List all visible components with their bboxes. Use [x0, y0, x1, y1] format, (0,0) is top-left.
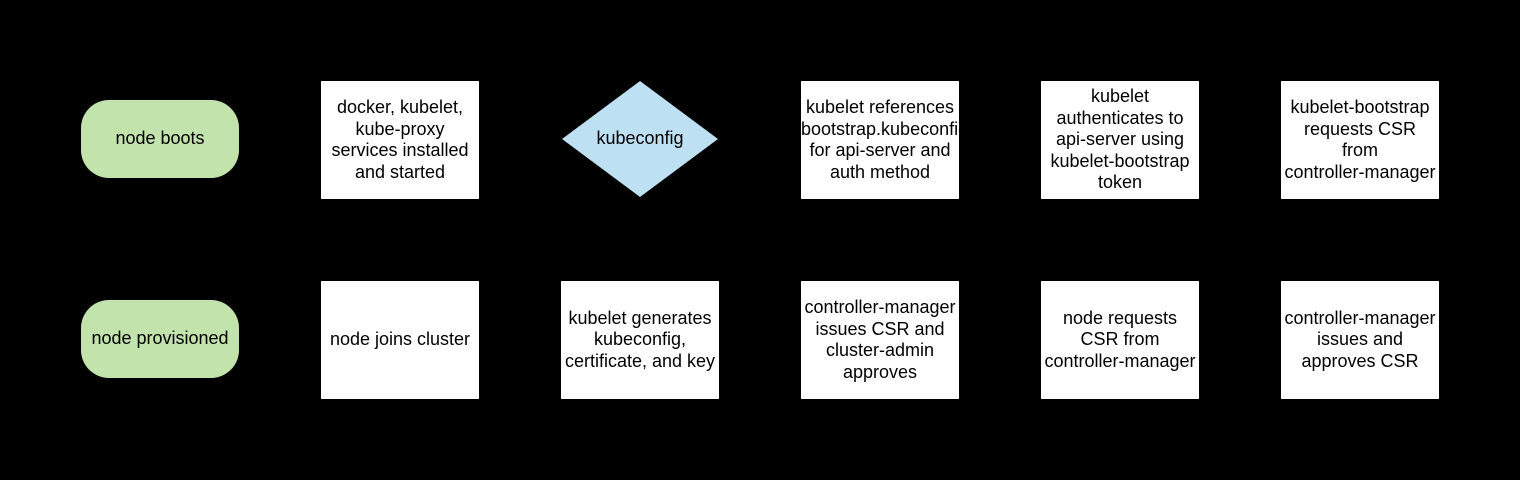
node-label: node provisioned — [91, 328, 229, 349]
process-cm-issues-approves: controller-manager issues and approves C… — [1281, 281, 1439, 399]
process-kubelet-authenticates: kubelet authenticates to api-server usin… — [1041, 81, 1199, 199]
process-cm-issues-admin-approves: controller-manager issues CSR and cluste… — [801, 281, 959, 399]
node-label: node requests CSR from controller-manage… — [1044, 307, 1196, 371]
node-label: kubelet authenticates to api-server usin… — [1050, 86, 1190, 193]
process-node-requests-csr: node requests CSR from controller-manage… — [1041, 281, 1199, 399]
decision-kubeconfig: kubeconfig — [562, 81, 718, 197]
node-label: node joins cluster — [329, 329, 471, 350]
terminator-node-provisioned: node provisioned — [81, 300, 239, 378]
process-services-installed: docker, kubelet, kube-proxy services ins… — [321, 81, 479, 199]
node-label: kubelet-bootstrap requests CSR from cont… — [1284, 97, 1436, 182]
node-label: controller-manager issues and approves C… — [1284, 307, 1436, 371]
process-kubelet-generates: kubelet generates kubeconfig, certificat… — [561, 281, 719, 399]
node-label: kubelet references bootstrap.kubeconfig … — [801, 97, 969, 182]
node-label: controller-manager issues CSR and cluste… — [804, 297, 956, 382]
process-bootstrap-requests-csr: kubelet-bootstrap requests CSR from cont… — [1281, 81, 1439, 199]
process-references-bootstrap-kubeconfig: kubelet references bootstrap.kubeconfig … — [801, 81, 969, 199]
node-label: node boots — [115, 128, 205, 149]
node-label: kubelet generates kubeconfig, certificat… — [564, 307, 716, 371]
terminator-node-boots: node boots — [81, 100, 239, 178]
node-label: kubeconfig — [596, 128, 684, 149]
node-label: docker, kubelet, kube-proxy services ins… — [331, 97, 469, 182]
process-node-joins-cluster: node joins cluster — [321, 281, 479, 399]
